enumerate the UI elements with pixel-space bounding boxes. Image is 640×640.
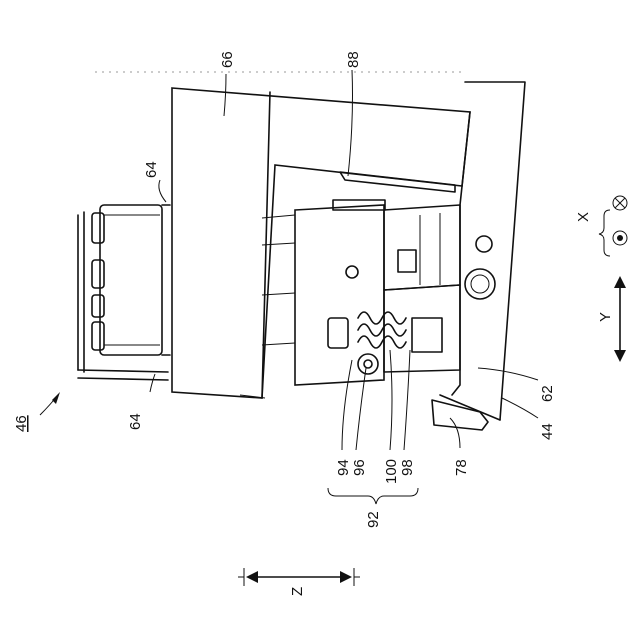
label-98: 98 [399,459,416,476]
label-44: 44 [539,423,556,440]
block-assembly-64 [78,205,170,380]
label-62: 62 [539,385,556,402]
label-y: Y [597,312,614,322]
part-78 [432,400,488,430]
label-94: 94 [335,459,352,476]
mechanism-plate [262,200,385,385]
label-92: 92 [365,511,382,528]
guide-components [384,205,460,372]
axis-z-indicator: Z [238,568,360,596]
label-z: Z [289,587,306,596]
label-x: X [575,212,592,222]
label-46: 46 [13,415,30,432]
label-78: 78 [453,459,470,476]
arrow-46 [52,392,60,404]
label-66: 66 [219,51,236,68]
brace-92 [328,488,418,504]
axis-y-indicator: Y [597,276,626,362]
label-100: 100 [383,459,400,484]
label-88: 88 [345,51,362,68]
label-64-top: 64 [143,161,160,178]
label-64-bottom: 64 [127,413,144,430]
axis-x-indicator: X [575,196,627,256]
label-96: 96 [351,459,368,476]
